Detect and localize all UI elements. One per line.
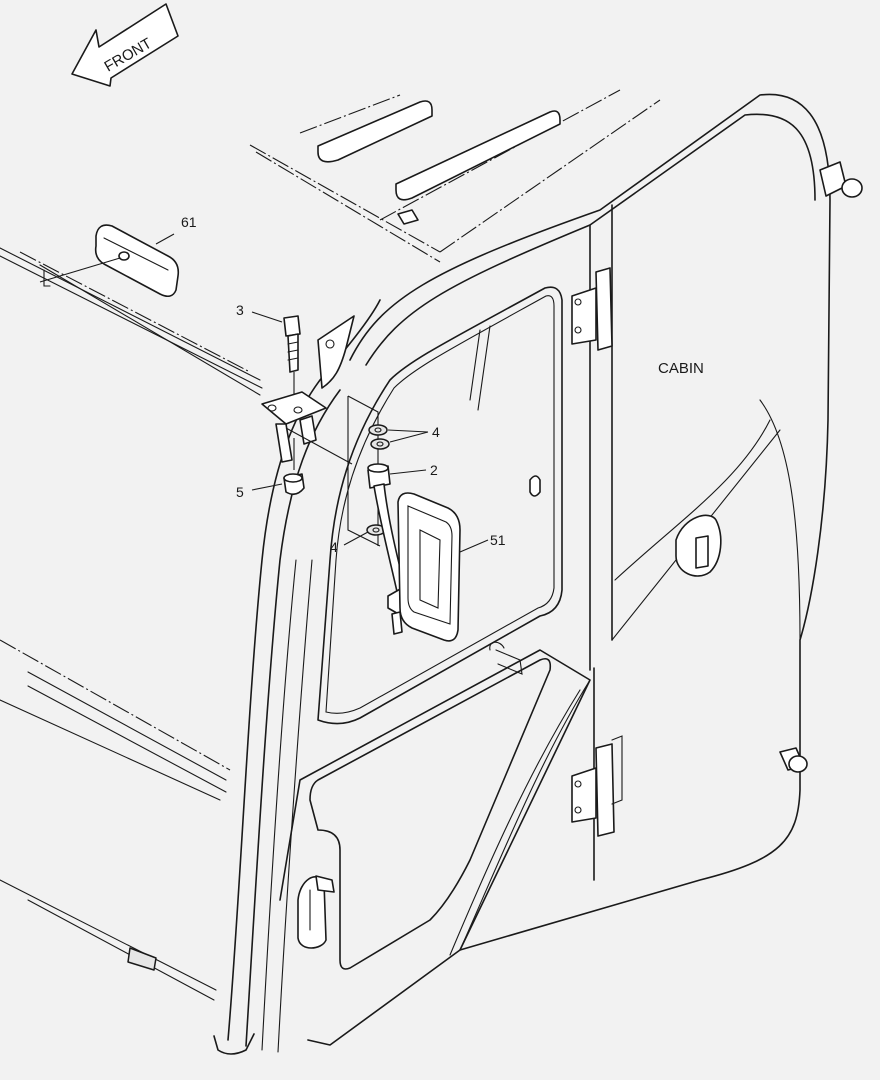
part-3-bolt: 3 (236, 302, 301, 400)
part-5-cap-nut: 5 (236, 473, 305, 500)
part-51-side-mirror: 51 (397, 492, 506, 642)
mirror-bracket (261, 391, 353, 470)
callout-61: 61 (181, 214, 197, 230)
part-61-rect-mirror: 61 (39, 214, 197, 298)
part-4-washers: 4 4 (330, 424, 440, 555)
callout-4-upper: 4 (432, 424, 440, 440)
cabin-body (279, 93, 863, 1046)
front-direction-arrow: FRONT (71, 3, 179, 87)
callout-2: 2 (430, 462, 438, 478)
callout-51: 51 (490, 532, 506, 548)
cabin-label: CABIN (658, 360, 704, 377)
callout-3: 3 (236, 302, 244, 318)
roof-panel (249, 89, 661, 263)
callout-4-lower: 4 (330, 539, 338, 555)
callout-5: 5 (236, 484, 244, 500)
